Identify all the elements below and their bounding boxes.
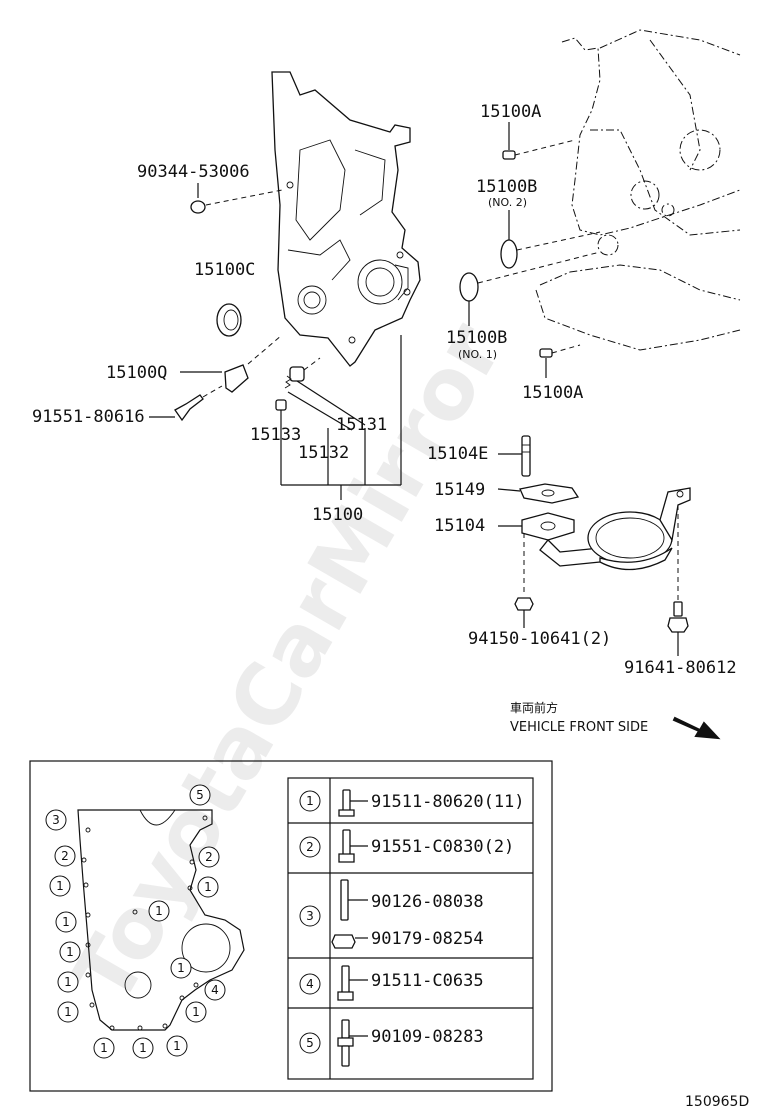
svg-text:2: 2	[205, 850, 213, 864]
bolt-inset-frame	[29, 760, 553, 1092]
callout-circle: 2	[54, 845, 76, 867]
svg-text:3: 3	[52, 813, 60, 827]
o-ring-15100B-no1	[459, 251, 601, 326]
svg-text:1: 1	[56, 879, 64, 893]
label-15131: 15131	[336, 415, 387, 435]
label-15104E: 15104E	[427, 444, 488, 464]
callout-circle: 1	[170, 957, 192, 979]
label-15100: 15100	[312, 505, 363, 525]
callout-circle: 1	[55, 911, 77, 933]
callout-circle: 4	[204, 979, 226, 1001]
ref-3: 3	[306, 909, 314, 923]
svg-text:1: 1	[100, 1041, 108, 1055]
callout-circle: 1	[57, 1001, 79, 1023]
sensor-15100Q	[180, 334, 283, 393]
callout-circle: 1	[166, 1035, 188, 1057]
svg-text:1: 1	[64, 1005, 72, 1019]
ref-4: 4	[306, 977, 314, 991]
engine-block-outline	[535, 29, 741, 351]
front-direction-arrow	[672, 716, 721, 740]
bolt-position-callouts: 3 5 2 2 1 1 1 1 1 1 1 1 4 1 1 1 1 1	[45, 784, 226, 1059]
oil-strainer-assembly	[497, 435, 691, 656]
label-15133: 15133	[250, 425, 301, 445]
dowel-15100A-bottom	[539, 344, 581, 378]
callout-circle: 2	[198, 846, 220, 868]
svg-text:5: 5	[196, 788, 204, 802]
ref-5: 5	[306, 1036, 314, 1050]
dowel-15100A-top	[502, 122, 576, 160]
callout-circle: 1	[49, 875, 71, 897]
front-side-japanese: 車両前方	[510, 700, 558, 715]
callout-circle: 3	[45, 809, 67, 831]
label-15100B-no1: 15100B	[446, 328, 507, 348]
label-15100C: 15100C	[194, 260, 255, 280]
oil-seal-15100C	[216, 303, 242, 337]
o-ring-15100B-no2	[500, 210, 601, 269]
callout-circle: 1	[59, 941, 81, 963]
ref-1: 1	[306, 794, 314, 808]
part-91551-C0830: 91551-C0830(2)	[371, 837, 514, 857]
part-90179-08254: 90179-08254	[371, 929, 484, 949]
label-15100B-no2-sub: (NO. 2)	[488, 196, 527, 209]
label-15100Q: 15100Q	[106, 363, 167, 383]
callout-circle: 1	[148, 900, 170, 922]
svg-text:1: 1	[192, 1005, 200, 1019]
label-15100B-no1-sub: (NO. 1)	[458, 348, 497, 361]
svg-text:1: 1	[177, 961, 185, 975]
callout-circle: 1	[93, 1037, 115, 1059]
table-row-4: 4 91511-C0635	[299, 965, 484, 1001]
callout-circle: 5	[189, 784, 211, 806]
callout-circle: 1	[197, 876, 219, 898]
label-91551-80616: 91551-80616	[32, 407, 145, 427]
part-90109-08283: 90109-08283	[371, 1027, 484, 1047]
part-91511-C0635: 91511-C0635	[371, 971, 484, 991]
label-15100A-top: 15100A	[480, 102, 541, 122]
cover-outline-mini	[77, 809, 245, 1031]
label-15104: 15104	[434, 516, 485, 536]
svg-text:1: 1	[155, 904, 163, 918]
plug-90344	[190, 183, 283, 214]
svg-text:1: 1	[62, 915, 70, 929]
relief-valve-parts	[275, 335, 402, 500]
svg-text:1: 1	[66, 945, 74, 959]
label-91641-80612: 91641-80612	[624, 658, 737, 678]
callout-circle: 1	[150, 1017, 158, 1031]
part-91511-80620: 91511-80620(11)	[371, 792, 525, 812]
label-15100B-no2: 15100B	[476, 177, 537, 197]
timing-chain-cover	[271, 71, 421, 367]
table-row-1: 1 91511-80620(11)	[299, 789, 525, 817]
svg-text:4: 4	[211, 983, 219, 997]
label-90344-53006: 90344-53006	[137, 162, 250, 182]
diagram-id: 150965D	[685, 1094, 749, 1110]
bolt-reference-table: 1 91511-80620(11) 2 91551-C0830(2) 3 901…	[287, 777, 534, 1080]
svg-text:2: 2	[61, 849, 69, 863]
table-row-5: 5 90109-08283	[299, 1019, 484, 1067]
bolt-91551-80616	[149, 385, 223, 422]
callout-circle: 1	[57, 971, 79, 993]
label-15100A-bottom: 15100A	[522, 383, 583, 403]
front-side-english: VEHICLE FRONT SIDE	[510, 720, 648, 735]
label-15149: 15149	[434, 480, 485, 500]
callout-circle: 1	[185, 1001, 207, 1023]
svg-text:1: 1	[139, 1041, 147, 1055]
part-90126-08038: 90126-08038	[371, 892, 484, 912]
svg-text:1: 1	[64, 975, 72, 989]
table-row-2: 2 91551-C0830(2)	[299, 829, 514, 863]
callout-circle: 1	[132, 1037, 154, 1059]
ref-2: 2	[306, 840, 314, 854]
svg-text:1: 1	[173, 1039, 181, 1053]
label-15132: 15132	[298, 443, 349, 463]
svg-text:1: 1	[204, 880, 212, 894]
label-94150-10641: 94150-10641(2)	[468, 629, 611, 649]
table-row-3: 3 90126-08038 90179-08254	[299, 879, 484, 949]
